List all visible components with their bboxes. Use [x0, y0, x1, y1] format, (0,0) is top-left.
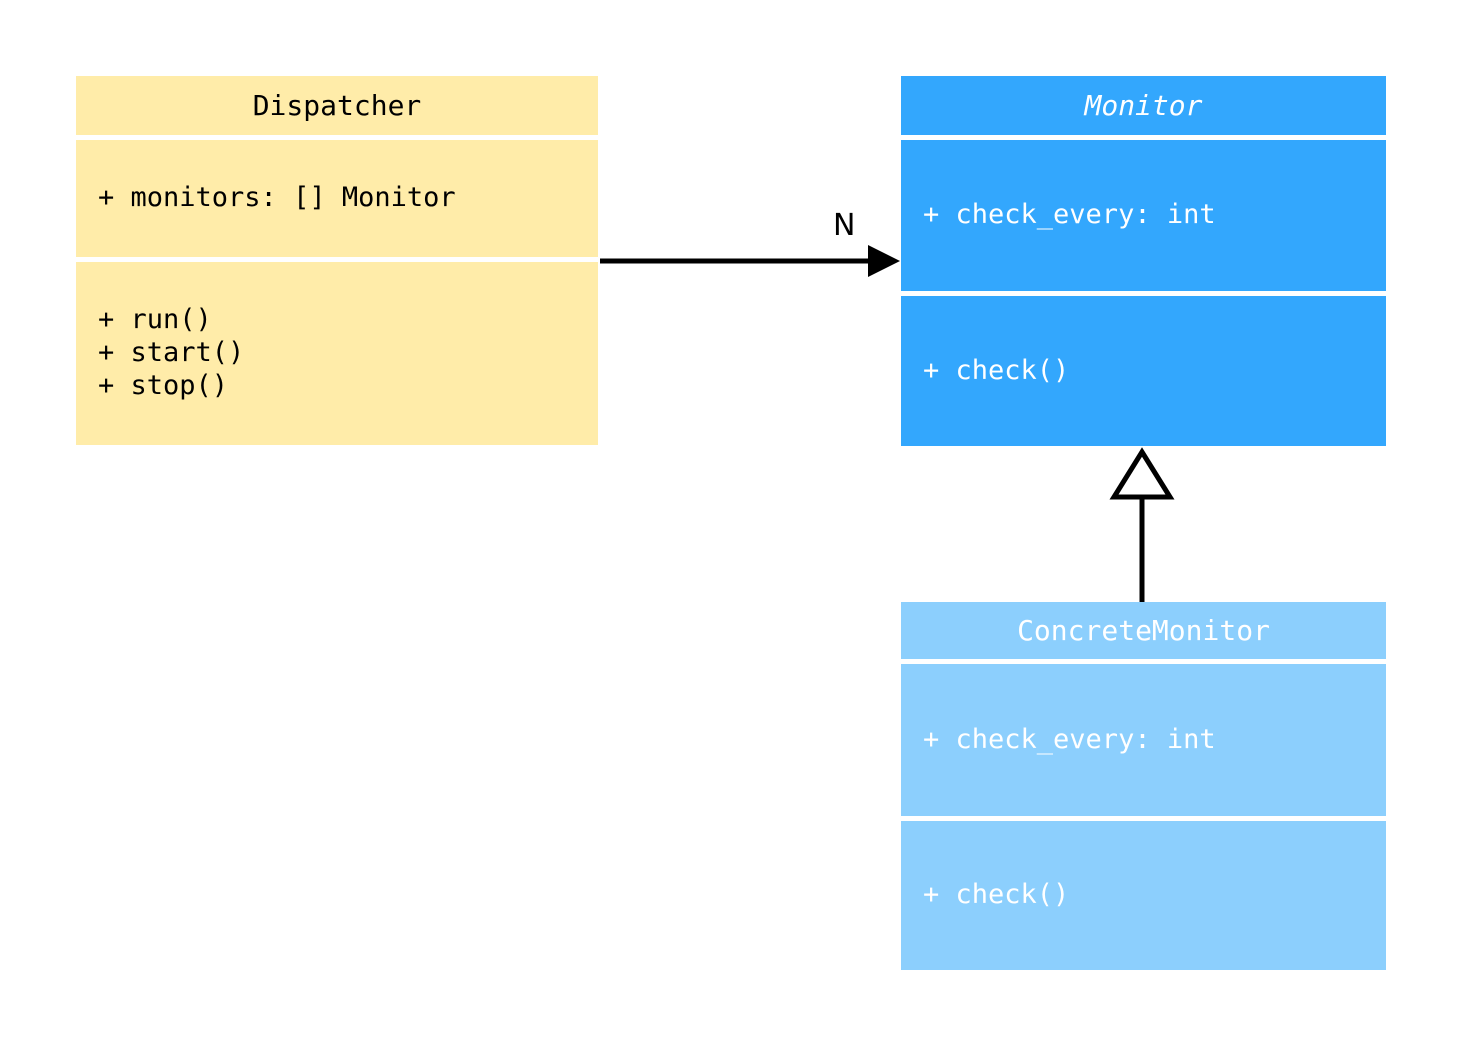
- class-attribute-row: + check_every: int: [923, 723, 1216, 755]
- class-name-concretemonitor: ConcreteMonitor: [1017, 613, 1270, 647]
- class-attributes-compartment-concretemonitor: + check_every: int: [901, 664, 1386, 816]
- class-attributes-compartment-monitor: + check_every: int: [901, 140, 1386, 291]
- class-title-compartment-monitor: Monitor: [901, 76, 1386, 135]
- compartment-divider: [76, 135, 598, 140]
- compartment-divider: [901, 816, 1386, 821]
- generalization-hollow-triangle: [1109, 447, 1175, 500]
- class-title-compartment-concretemonitor: ConcreteMonitor: [901, 602, 1386, 659]
- class-attribute-row: + check_every: int: [923, 199, 1216, 231]
- class-box-dispatcher[interactable]: Dispatcher + monitors: [] Monitor + run(…: [76, 76, 598, 445]
- class-box-concretemonitor[interactable]: ConcreteMonitor + check_every: int + che…: [901, 602, 1386, 970]
- class-attributes-compartment-dispatcher: + monitors: [] Monitor: [76, 140, 598, 257]
- class-attribute-row: + monitors: [] Monitor: [98, 182, 456, 214]
- class-method-row: + start(): [98, 337, 245, 369]
- compartment-divider: [901, 291, 1386, 296]
- compartment-divider: [76, 257, 598, 262]
- class-title-compartment-dispatcher: Dispatcher: [76, 76, 598, 135]
- association-multiplicity-label: N: [833, 208, 856, 243]
- association-arrowhead: [868, 245, 900, 277]
- class-methods-compartment-monitor: + check(): [901, 296, 1386, 446]
- class-box-monitor[interactable]: Monitor + check_every: int + check(): [901, 76, 1386, 446]
- class-name-dispatcher: Dispatcher: [252, 88, 422, 122]
- class-methods-compartment-dispatcher: + run() + start() + stop(): [76, 262, 598, 445]
- edge-association-dispatcher-monitor: [600, 245, 900, 277]
- class-method-row: + check(): [923, 879, 1070, 911]
- class-method-row: + run(): [98, 304, 212, 336]
- compartment-divider: [901, 135, 1386, 140]
- compartment-divider: [901, 659, 1386, 664]
- class-method-row: + check(): [923, 354, 1070, 386]
- class-methods-compartment-concretemonitor: + check(): [901, 821, 1386, 970]
- class-method-row: + stop(): [98, 369, 229, 401]
- class-name-monitor: Monitor: [1084, 88, 1203, 122]
- edge-generalization-concretemonitor-monitor: [1109, 447, 1175, 602]
